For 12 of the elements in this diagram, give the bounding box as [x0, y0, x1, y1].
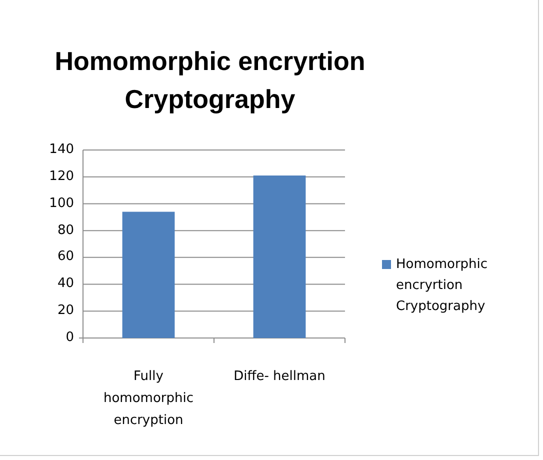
axis-tick-label: 100: [48, 194, 74, 213]
axis-tick-label: 60: [56, 248, 74, 266]
axis-tick-label: 140: [48, 141, 74, 159]
axis-tick-label: 80: [56, 222, 74, 240]
legend-label: Homomorphic encryrtion Cryptography: [396, 256, 489, 316]
axis-tick-label: 0: [64, 329, 74, 347]
axis-tick-label: 120: [48, 168, 74, 186]
axis-tick-label: 40: [56, 275, 74, 294]
axis-tick-label: 20: [56, 302, 74, 320]
chart-title: Homomorphic encryrtion Cryptography: [54, 45, 366, 116]
category-label: Diffe- hellman: [232, 368, 326, 386]
category-label: Fully homomorphic encryption: [102, 368, 195, 430]
